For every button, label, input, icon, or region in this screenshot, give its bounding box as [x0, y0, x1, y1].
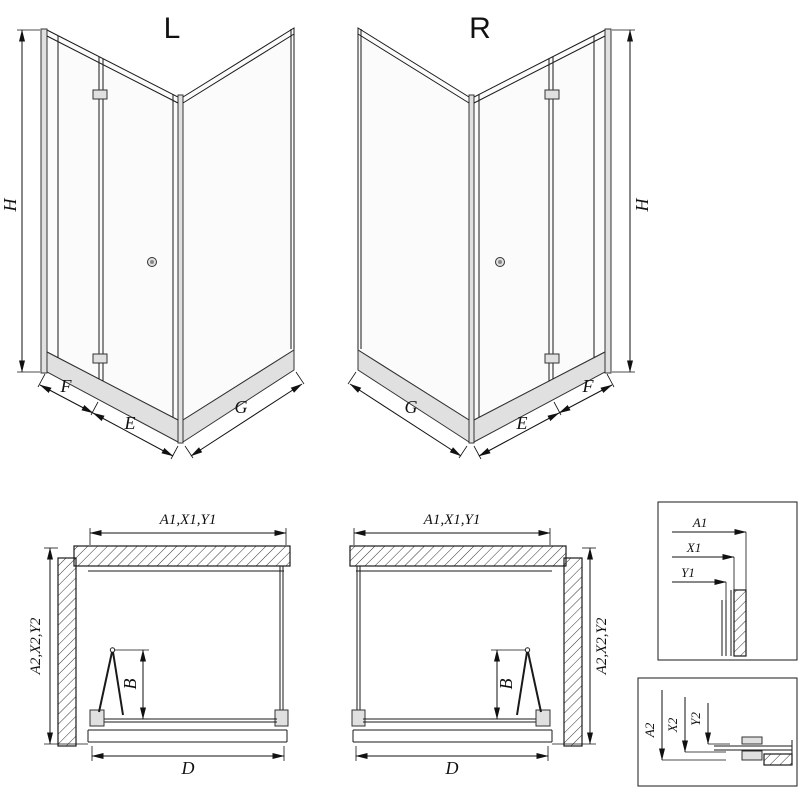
wall-profile-section: [733, 589, 747, 657]
dimension-h-right: H: [612, 29, 652, 373]
dimension-b: B: [491, 649, 525, 720]
dimension-d: D: [355, 746, 549, 778]
dim-label-g: G: [405, 397, 418, 417]
dim-label-e: E: [124, 413, 136, 433]
wall-top: [349, 545, 567, 567]
dim-label-a2x2y2: A2,X2,Y2: [594, 617, 610, 675]
dim-label-h: H: [0, 198, 20, 213]
detail-view-a2x2y2: A2 X2 Y2: [637, 677, 798, 787]
door-panel-face: [473, 29, 606, 421]
detail-label-y1: Y1: [681, 565, 695, 580]
variant-label-left: L: [164, 12, 181, 45]
clamp-profile-bottom: [741, 750, 763, 761]
folded-door-panel-2: [112, 651, 124, 716]
dimension-a2x2y2: A2,X2,Y2: [28, 547, 88, 745]
wall-top: [73, 545, 291, 567]
dimension-h-left: H: [0, 29, 40, 373]
detail-label-y2: Y2: [688, 712, 703, 726]
dimension-a1x1y1: A1,X1,Y1: [89, 512, 287, 545]
plan-view-left: A1,X1,Y1 B A2,X2,Y2: [28, 512, 291, 778]
door-hinge-plan: [535, 709, 551, 727]
corner-post: [177, 94, 184, 444]
dim-label-f: F: [60, 376, 73, 396]
corner-post-plan: [351, 709, 366, 727]
wall-right: [563, 557, 583, 747]
dimension-b: B: [115, 649, 149, 720]
dim-label-d: D: [181, 758, 195, 778]
dim-label-e: E: [516, 413, 528, 433]
corner-post: [468, 94, 475, 444]
dim-label-a1x1y1: A1,X1,Y1: [159, 512, 217, 528]
dimension-a2x2y2: A2,X2,Y2: [552, 547, 610, 745]
door-panel-face: [46, 29, 179, 421]
dim-label-h: H: [632, 198, 652, 213]
folded-door-panel-1: [527, 651, 542, 713]
hinge-top: [544, 89, 560, 100]
detail-label-x1: X1: [686, 540, 701, 555]
dimension-f-e-left: F E: [37, 373, 179, 460]
dim-label-f: F: [582, 376, 595, 396]
plan-view-right: A1,X1,Y1 B A2,X2,Y2: [349, 512, 610, 778]
dimension-f-e-right: F E: [473, 373, 615, 460]
dimension-g-left: G: [184, 371, 305, 459]
hinge-bottom: [544, 353, 560, 364]
dim-label-g: G: [235, 397, 248, 417]
right-variant-3d-view: R H F E: [347, 12, 652, 460]
folded-door-panel-2: [516, 651, 528, 716]
clamp-profile-top: [741, 736, 763, 745]
door-hinge-plan: [89, 709, 105, 727]
dimension-d: D: [91, 746, 285, 778]
dimension-a1x1y1: A1,X1,Y1: [353, 512, 551, 545]
folded-door-panel-1: [98, 651, 113, 713]
wall-profile-right: [604, 28, 612, 374]
corner-post-plan: [274, 709, 289, 727]
dim-label-a2x2y2: A2,X2,Y2: [28, 617, 44, 675]
dimension-g-right: G: [347, 371, 468, 459]
detail-view-a1x1y1: A1 X1 Y1: [657, 501, 798, 661]
wall-profile-left: [40, 28, 48, 374]
dim-label-b: B: [120, 679, 140, 690]
detail-label-x2: X2: [665, 717, 680, 733]
hinge-bottom: [92, 353, 108, 364]
tray-profile-section: [763, 753, 793, 766]
hinge-top: [92, 89, 108, 100]
dim-label-b: B: [496, 679, 516, 690]
variant-label-right: R: [469, 12, 491, 45]
detail-label-a1: A1: [692, 515, 707, 530]
detail-label-a2: A2: [642, 722, 657, 738]
left-variant-3d-view: L H: [0, 12, 305, 460]
dim-label-a1x1y1: A1,X1,Y1: [423, 512, 481, 528]
dim-label-d: D: [445, 758, 459, 778]
wall-left: [57, 557, 77, 747]
